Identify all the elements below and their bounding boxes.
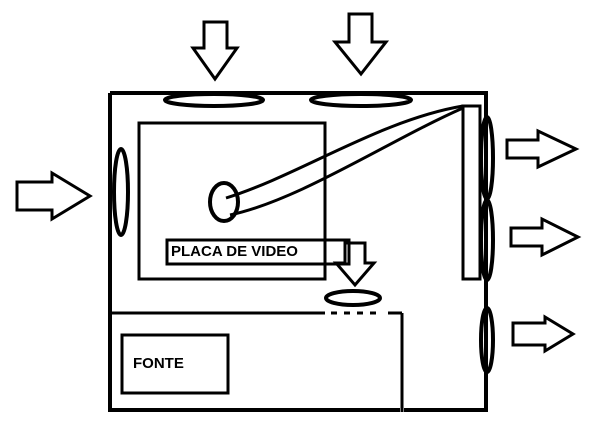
coolant-tube-upper: [225, 104, 464, 200]
radiator: [461, 104, 482, 281]
arrow-right-icon: [509, 216, 582, 258]
arrow-right-icon: [511, 314, 576, 354]
top-fan-right: [309, 92, 413, 108]
psu-box: [120, 333, 230, 395]
gpu-box: [165, 238, 351, 266]
coolant-tube-lower: [229, 106, 464, 217]
arrow-down-icon: [190, 20, 240, 82]
rear-fan-middle: [479, 198, 495, 282]
rear-fan-bottom: [479, 306, 495, 374]
motherboard: [137, 121, 327, 281]
psu-label: FONTE: [133, 355, 184, 372]
front-fan: [112, 147, 130, 237]
gpu-label: PLACA DE VIDEO: [171, 243, 298, 260]
arrow-right-icon: [505, 128, 580, 170]
arrow-down-icon: [332, 241, 378, 288]
arrow-down-icon: [331, 12, 390, 77]
cpu-waterblock: [208, 181, 240, 223]
top-fan-left: [163, 92, 265, 108]
gpu-bottom-fan: [324, 289, 382, 307]
arrow-right-icon: [15, 170, 93, 222]
